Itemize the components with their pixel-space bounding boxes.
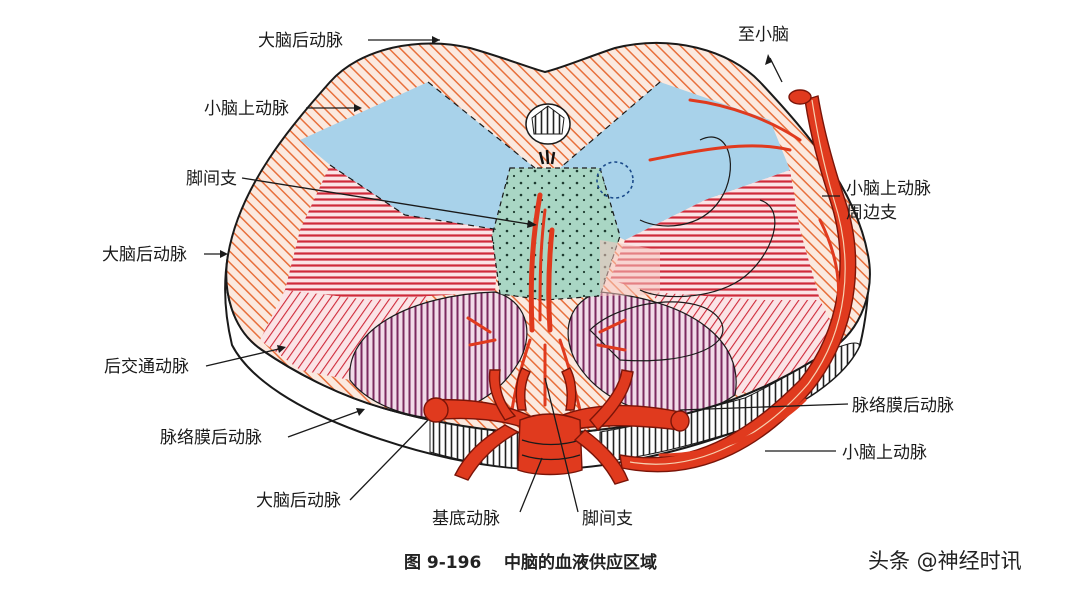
peduncle-branch-left-2 — [468, 338, 497, 347]
label-posterior-communicating: 后交通动脉 — [104, 357, 189, 377]
label-sca-peripheral-2: 周边支 — [846, 203, 897, 223]
lateral-red-territory-right — [610, 170, 820, 300]
leader-lines — [204, 36, 849, 513]
small-up-branch-left — [515, 367, 531, 411]
border-dash-3 — [329, 164, 501, 231]
peduncle-branch-left-1 — [466, 316, 492, 334]
sca-fine-branch-4 — [658, 398, 807, 457]
section-outline — [225, 41, 871, 436]
dotted-transition-zone — [600, 240, 660, 296]
watermark-text: 头条 @神经时讯 — [868, 549, 1022, 573]
label-basilar: 基底动脉 — [432, 509, 500, 529]
right-sca-descending — [573, 429, 629, 485]
sca-fine-branch-3 — [818, 218, 841, 342]
outline-curve-3 — [589, 301, 724, 362]
interpeduncular-branch-2 — [546, 227, 555, 333]
border-dash-1 — [427, 81, 536, 169]
lateral-red-territory-left — [285, 165, 500, 300]
small-up-branch-right — [561, 367, 577, 411]
interpeduncular-branch-3 — [538, 208, 547, 322]
arteries — [423, 89, 857, 485]
label-posterior-choroidal-right: 脉络膜后动脉 — [852, 396, 954, 416]
label-bottom-pca: 大脑后动脉 — [256, 491, 341, 511]
figure-caption: 图 9-196 中脑的血液供应区域 — [404, 552, 657, 573]
sca-fine-branch-2 — [648, 144, 792, 162]
peduncle-branch-right-2 — [596, 343, 627, 352]
label-to-cerebellum: 至小脑 — [738, 25, 789, 45]
outline-curve-2 — [639, 199, 776, 298]
cerebral-aqueduct — [525, 103, 571, 145]
label-left-pca: 大脑后动脉 — [102, 245, 187, 265]
raphe-marks — [538, 149, 556, 165]
label-interpeduncular-lower: 脚间支 — [582, 509, 633, 529]
sca-territory-left — [300, 82, 535, 230]
label-interpeduncular-upper: 脚间支 — [186, 169, 237, 189]
label-posterior-choroidal-left: 脉络膜后动脉 — [160, 428, 262, 448]
dotted-nucleus — [596, 161, 634, 199]
lateral-red-diag-left — [260, 290, 430, 380]
left-sca-lateral — [488, 369, 517, 421]
label-sca-right: 小脑上动脉 — [842, 443, 927, 463]
basilar-rings — [521, 439, 581, 461]
right-pca-stump — [670, 410, 690, 432]
lateral-red-diag-right — [650, 292, 840, 395]
midbrain-section — [224, 41, 871, 485]
interpeduncular-branch-1 — [528, 192, 543, 333]
right-sca-lateral — [589, 369, 634, 432]
caption-title: 中脑的血液供应区域 — [504, 552, 657, 573]
sca-fine-branch-1 — [688, 98, 802, 142]
caption-figure-number: 图 9-196 — [404, 553, 481, 573]
sca-territory-right — [560, 82, 790, 240]
outline-curve-1 — [639, 136, 731, 227]
label-sca-peripheral-1: 小脑上动脉 — [846, 179, 931, 199]
interpeduncular-territory — [491, 167, 621, 301]
left-sca-descending — [454, 424, 520, 481]
sca-highlight — [629, 99, 846, 465]
labels: 大脑后动脉 小脑上动脉 脚间支 大脑后动脉 后交通动脉 脉络膜后动脉 大脑后动脉… — [102, 25, 954, 529]
left-pca-stump — [423, 397, 449, 423]
sca-peripheral-end — [788, 89, 812, 105]
peduncle-branch-right-1 — [598, 318, 627, 334]
label-top-pca: 大脑后动脉 — [258, 31, 343, 51]
label-upper-sca: 小脑上动脉 — [204, 99, 289, 119]
